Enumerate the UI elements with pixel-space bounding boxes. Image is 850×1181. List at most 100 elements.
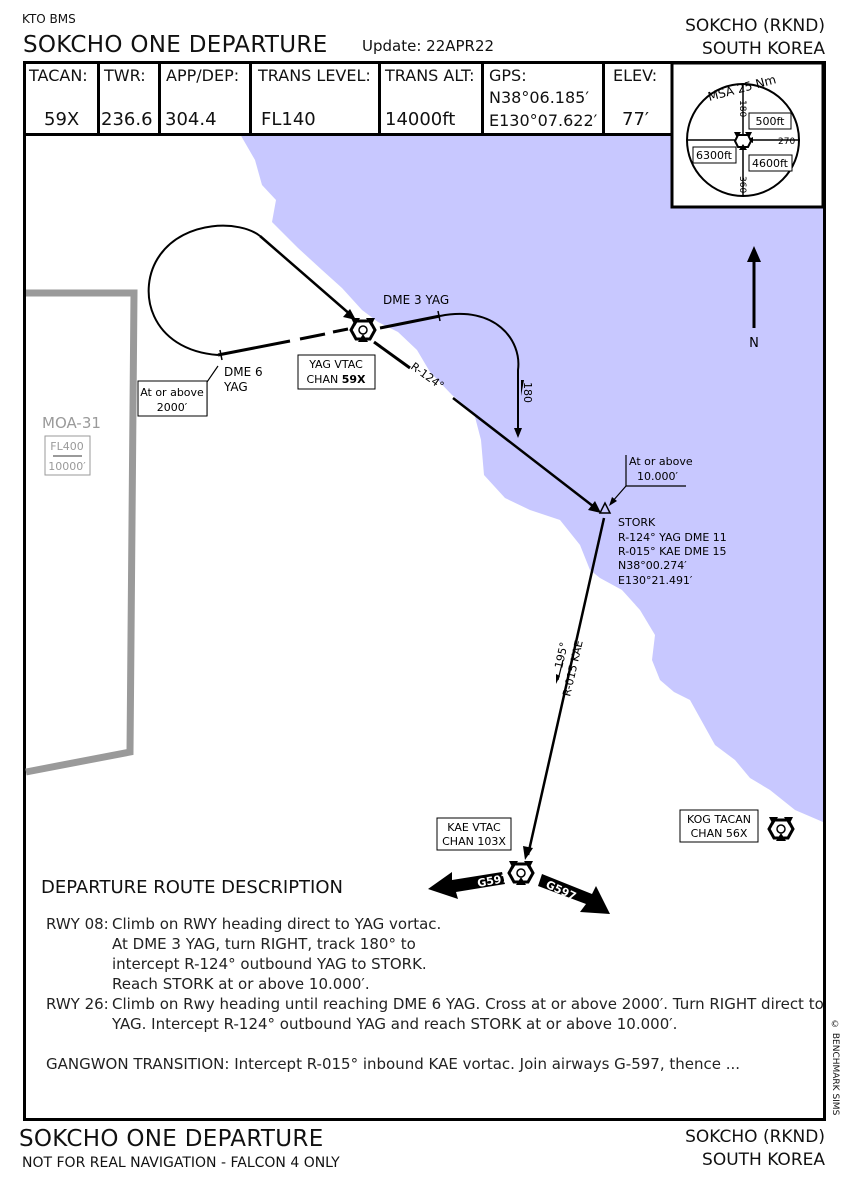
msa-vortac-icon <box>733 132 753 150</box>
chart-title: SOKCHO ONE DEPARTURE <box>23 32 328 58</box>
gps-lat: N38°06.185′ <box>489 88 589 107</box>
kog-tacan-label: KOG TACAN <box>687 813 751 826</box>
map-graphic <box>521 380 524 396</box>
moa-boundary <box>25 289 138 776</box>
map-yag-2b-text: 59X <box>342 373 366 386</box>
map-graphic <box>358 325 368 335</box>
map-graphic <box>776 824 786 834</box>
info-row <box>23 61 673 136</box>
map-stork-alt-2-text: 10.000′ <box>637 470 678 483</box>
map-graphic <box>609 497 617 506</box>
map-graphic <box>428 872 505 899</box>
yag-vortac-icon <box>349 318 377 342</box>
map-yag-2a-text: CHAN <box>307 373 342 386</box>
yag-vtac-label: YAG VTAC <box>308 358 363 371</box>
map-atabove2000-2-text: 2000′ <box>157 401 188 414</box>
kog-label-box <box>679 809 759 843</box>
country-name: SOUTH KOREA <box>702 39 825 59</box>
source-label: KTO BMS <box>22 12 76 26</box>
north-label: N <box>749 336 759 351</box>
footer-note: NOT FOR REAL NAVIGATION - FALCON 4 ONLY <box>22 1155 340 1171</box>
footer-airport: SOKCHO (RKND) <box>685 1127 825 1147</box>
map-graphic <box>516 868 526 878</box>
rwy08-turn <box>439 313 520 430</box>
appdep-value: 304.4 <box>165 109 217 130</box>
kog-tacan-icon <box>767 817 795 841</box>
stork-name: STORK <box>618 516 656 529</box>
dme6-label: DME 6 <box>224 365 263 379</box>
rwy26-line2: YAG. Intercept R-124° outbound YAG and r… <box>112 1015 678 1033</box>
kae-vtac-label: KAE VTAC <box>447 821 501 834</box>
airport-name: SOKCHO (RKND) <box>685 16 825 36</box>
tacan-label: TACAN: <box>29 66 88 85</box>
map-graphic <box>524 861 533 869</box>
gps-label: GPS: <box>489 66 527 85</box>
trans-level-value: FL140 <box>261 109 316 130</box>
msa-brg-right-text: 270 <box>778 137 795 147</box>
description-heading: DEPARTURE ROUTE DESCRIPTION <box>41 877 343 898</box>
moa-label: MOA-31 <box>42 414 101 432</box>
msa-brg-bottom-text: 360 <box>737 176 747 193</box>
g597-west-arrow <box>428 872 505 899</box>
map-graphic <box>734 132 741 138</box>
elev-label: ELEV: <box>613 66 658 85</box>
alt2000-label: At or above <box>140 386 204 399</box>
map-graphic <box>588 501 601 513</box>
map-graphic <box>437 310 441 322</box>
trans-alt-value: 14000ft <box>385 109 456 130</box>
stork-fix <box>598 501 612 514</box>
rwy26-outbound <box>217 339 291 357</box>
gangwon-transition: GANGWON TRANSITION: Intercept R-015° inb… <box>46 1055 741 1073</box>
g597-east-arrow <box>538 874 610 914</box>
rwy08-line1: Climb on RWY heading direct to YAG vorta… <box>112 915 442 933</box>
msa-alt-se: 4600ft <box>752 157 789 170</box>
map-moa-top-text: FL400 <box>50 440 83 453</box>
rwy08-line3: intercept R-124° outbound YAG to STORK. <box>112 955 427 973</box>
g597-west-label: G597 <box>476 872 510 890</box>
map-kog-2-text: CHAN 56X <box>691 827 748 840</box>
map-graphic <box>509 861 518 869</box>
rwy08-line4: Reach STORK at or above 10.000′. <box>112 975 370 993</box>
map-graphic <box>514 428 522 438</box>
map-graphic <box>745 132 752 138</box>
map-graphic <box>784 817 793 825</box>
footer-country: SOUTH KOREA <box>702 1150 825 1170</box>
map-graphic <box>776 833 786 841</box>
appdep-label: APP/DEP: <box>166 66 240 85</box>
track180-label: 180 <box>521 382 534 403</box>
chart-frame <box>23 61 826 1121</box>
map-graphic <box>747 246 761 262</box>
gps-lon: E130°07.622′ <box>489 111 598 130</box>
map-graphic <box>523 846 533 860</box>
map-graphic <box>692 146 737 164</box>
stork-alt-label: At or above <box>629 455 693 468</box>
rwy26-line1: Climb on Rwy heading until reaching DME … <box>112 995 824 1013</box>
hdg195-label: 195° <box>552 641 571 670</box>
map-graphic <box>748 112 792 130</box>
map-graphic <box>538 874 610 914</box>
sea-area <box>240 134 823 822</box>
r124-track <box>452 397 599 511</box>
map-moa-bot-text: 10000′ <box>48 460 86 473</box>
kae-label-box <box>436 817 512 851</box>
map-stork-l3-text: N38°00.274′ <box>618 559 687 572</box>
rwy08-line2: At DME 3 YAG, turn RIGHT, track 180° to <box>112 935 416 953</box>
map-stork-l2-text: R-015° KAE DME 15 <box>618 545 727 558</box>
map-graphic <box>351 318 360 326</box>
msa-brg-top-text: 180 <box>737 100 747 117</box>
twr-label: TWR: <box>104 66 146 85</box>
rwy26-to-yag <box>259 235 353 317</box>
msa-alt-ne: 500ft <box>756 115 786 128</box>
footer-title: SOKCHO ONE DEPARTURE <box>19 1126 324 1152</box>
map-graphic <box>739 144 747 150</box>
map-graphic <box>358 334 368 342</box>
map-graphic <box>343 309 356 320</box>
twr-value: 236.6 <box>101 109 153 130</box>
tacan-value: 59X <box>44 109 80 130</box>
map-graphic <box>137 380 208 417</box>
map-stork-l1-text: R-124° YAG DME 11 <box>618 531 727 544</box>
dme6-callout <box>206 365 219 416</box>
map-graphic <box>769 817 778 825</box>
rwy26-label: RWY 26: <box>46 995 109 1013</box>
